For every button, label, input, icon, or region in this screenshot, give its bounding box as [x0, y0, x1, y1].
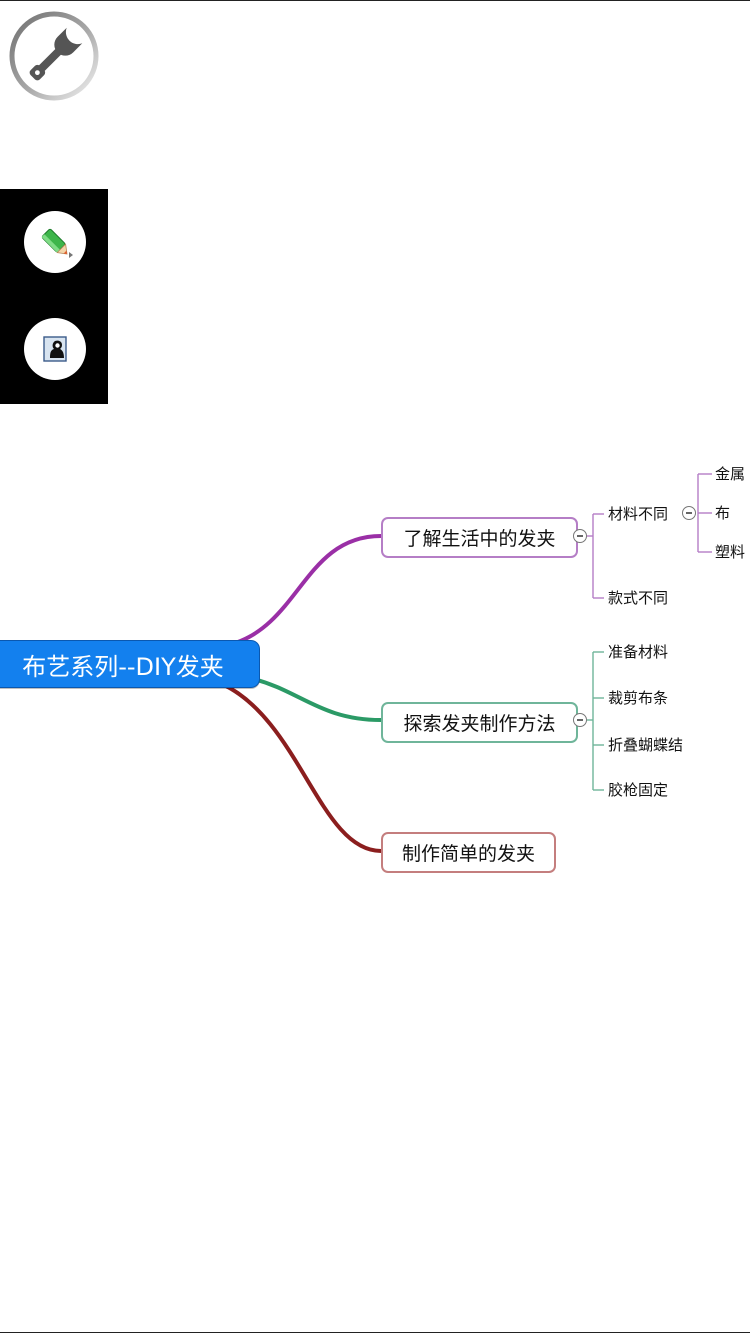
topic-label: 探索发夹制作方法 [403, 713, 556, 735]
branch-line-3 [220, 682, 383, 853]
branch-line-1 [230, 534, 383, 646]
side-tool-panel [0, 189, 108, 404]
topic2-connector [587, 651, 604, 791]
subtopic-prepare[interactable]: 准备材料 [608, 643, 669, 661]
branch-line-2 [248, 676, 383, 722]
leaf-plastic[interactable]: 塑料 [715, 543, 746, 561]
collapse-toggle-topic-2[interactable] [573, 713, 587, 727]
subtopic-cut[interactable]: 裁剪布条 [608, 689, 669, 707]
leaf-cloth[interactable]: 布 [715, 504, 731, 522]
portrait-image-icon [43, 336, 67, 362]
subtopic-glue[interactable]: 胶枪固定 [608, 781, 669, 799]
bottom-border [0, 1332, 750, 1333]
subtopic-style[interactable]: 款式不同 [608, 589, 669, 607]
central-topic[interactable]: 布艺系列--DIY发夹 [0, 640, 260, 688]
wrench-icon [9, 11, 99, 101]
topic-node-2[interactable]: 探索发夹制作方法 [381, 702, 578, 743]
topic1-connector [587, 473, 712, 599]
topic-label: 制作简单的发夹 [401, 843, 535, 865]
collapse-toggle-topic-1[interactable] [573, 529, 587, 543]
subtopic-fold[interactable]: 折叠蝴蝶结 [608, 736, 684, 754]
central-topic-label: 布艺系列--DIY发夹 [22, 652, 224, 681]
subtopic-material[interactable]: 材料不同 [608, 505, 669, 523]
top-border [0, 0, 750, 1]
topic-node-1[interactable]: 了解生活中的发夹 [381, 517, 578, 558]
pen-tool-button[interactable] [24, 211, 86, 273]
topic-label: 了解生活中的发夹 [403, 528, 556, 550]
pen-tool-icon [41, 228, 73, 258]
topic-node-3[interactable]: 制作简单的发夹 [381, 832, 556, 873]
settings-button[interactable] [8, 10, 100, 102]
collapse-toggle-material[interactable] [682, 506, 696, 520]
insert-picture-button[interactable] [24, 318, 86, 380]
leaf-metal[interactable]: 金属 [715, 465, 746, 483]
